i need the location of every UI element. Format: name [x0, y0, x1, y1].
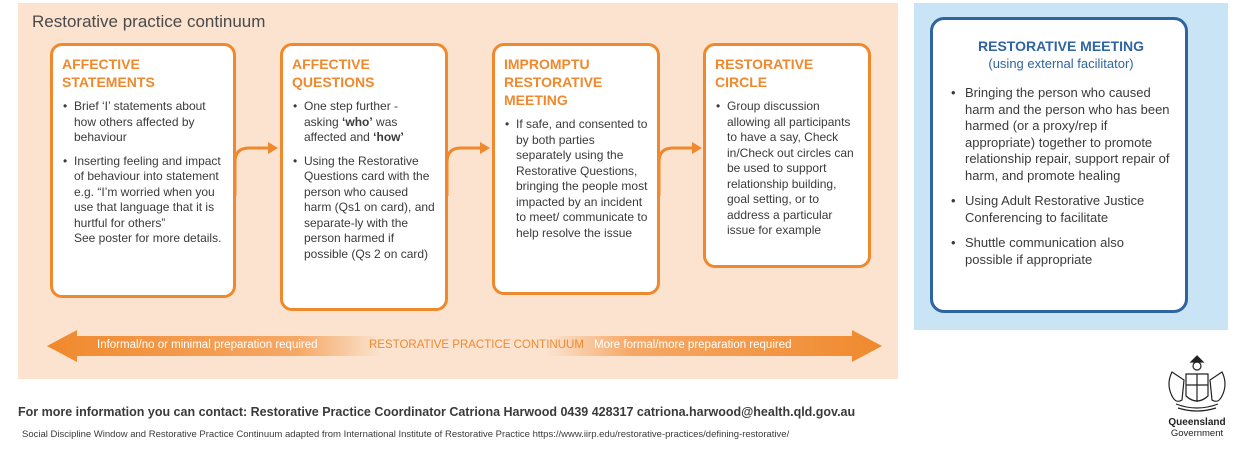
card-bullets: One step further - asking ‘who’ was affe… [292, 99, 436, 262]
logo-line-2: Government [1170, 427, 1224, 439]
bullet: If safe, and consented to by both partie… [505, 117, 648, 241]
card-affective-questions: AFFECTIVE QUESTIONS One step further - a… [280, 43, 448, 311]
side-bullets: Bringing the person who caused harm and … [949, 85, 1173, 268]
bullet: Using the Restorative Questions card wit… [293, 153, 436, 263]
bullet: Brief ‘I’ statements about how others af… [63, 99, 224, 146]
bullet-emphasis: ‘who’ [342, 114, 373, 129]
panel-title: Restorative practice continuum [32, 12, 266, 31]
note-text: See poster for more details. [74, 231, 222, 245]
card-bullets: Group discussion allowing all participan… [715, 99, 859, 239]
card-restorative-circle: RESTORATIVE CIRCLE Group discussion allo… [703, 43, 871, 268]
bullet: Shuttle communication also possible if a… [951, 235, 1173, 268]
continuum-arrow-icon [47, 330, 882, 362]
card-title: RESTORATIVE CIRCLE [715, 56, 814, 90]
bullet-text: Inserting feeling and impact of behaviou… [74, 153, 221, 184]
logo-line-1: Queensland [1168, 417, 1226, 428]
bullet: Group discussion allowing all participan… [716, 99, 859, 239]
bullet-text: was affected and [304, 114, 398, 145]
card-bullets: Brief ‘I’ statements about how others af… [62, 99, 224, 247]
example-text: e.g. “I’m worried when you use that lang… [74, 184, 215, 230]
side-title: RESTORATIVE MEETING [978, 38, 1144, 54]
continuum-left-label: Informal/no or minimal preparation requi… [97, 339, 318, 351]
bullet-text: If safe, and consented to by both partie… [516, 117, 648, 240]
bullet-text: Using Adult Restorative Justice Conferen… [965, 193, 1145, 225]
card-title: AFFECTIVE STATEMENTS [62, 56, 155, 90]
card-impromptu-restorative-meeting: IMPROMPTU RESTORATIVE MEETING If safe, a… [492, 43, 660, 295]
side-subtitle: (using external facilitator) [988, 56, 1134, 71]
card-bullets: If safe, and consented to by both partie… [504, 117, 648, 241]
bullet-text: One step further - asking [304, 99, 399, 129]
flow-arrow-1-icon [233, 142, 278, 196]
flow-arrow-3-icon [657, 142, 702, 196]
bullet: One step further - asking ‘who’ was affe… [293, 99, 436, 146]
continuum-center-label: RESTORATIVE PRACTICE CONTINUUM [369, 339, 584, 351]
bullet-text: Using the Restorative Questions card wit… [304, 153, 435, 261]
card-restorative-meeting-external: RESTORATIVE MEETING (using external faci… [930, 17, 1188, 313]
bullet-text: Brief ‘I’ statements about how others af… [74, 99, 206, 144]
queensland-government-crest-icon [1168, 355, 1226, 412]
bullet: Using Adult Restorative Justice Conferen… [951, 193, 1173, 226]
logo-wordmark: Queensland Government [1158, 417, 1236, 439]
bullet-text: Group discussion allowing all participan… [727, 99, 854, 237]
card-title: IMPROMPTU RESTORATIVE MEETING [504, 56, 603, 108]
bullet-text: Bringing the person who caused harm and … [965, 85, 1170, 183]
bullet-text: Shuttle communication also possible if a… [965, 235, 1124, 267]
bullet-emphasis: ‘how’ [373, 130, 404, 144]
bullet: Inserting feeling and impact of behaviou… [63, 153, 224, 247]
flow-arrow-2-icon [445, 142, 490, 196]
card-affective-statements: AFFECTIVE STATEMENTS Brief ‘I’ statement… [50, 43, 236, 298]
card-title: AFFECTIVE QUESTIONS [292, 56, 375, 90]
credit-text: Social Discipline Window and Restorative… [22, 429, 790, 440]
continuum-right-label: More formal/more preparation required [594, 339, 792, 351]
bullet: Bringing the person who caused harm and … [951, 85, 1173, 184]
contact-info: For more information you can contact: Re… [18, 405, 856, 419]
